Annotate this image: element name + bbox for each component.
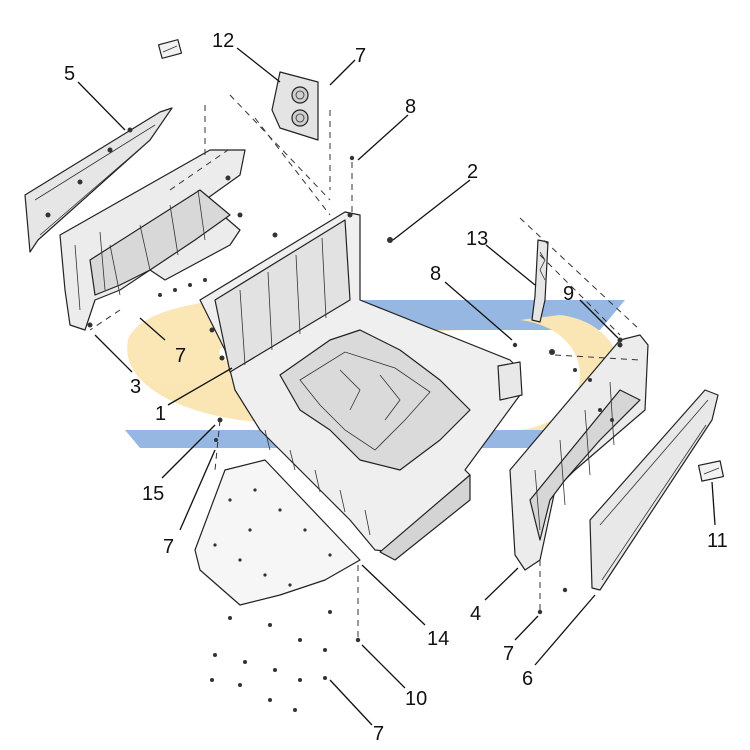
callout-7a: 7 (355, 45, 366, 67)
leader-1 (167, 367, 233, 406)
callout-7d: 7 (503, 643, 514, 665)
leader-2 (392, 179, 471, 241)
part-6-right-side-panel (589, 389, 719, 591)
callout-9: 9 (563, 283, 574, 305)
leader-11 (485, 244, 536, 286)
callout-7e: 7 (373, 723, 384, 745)
label-decal-small-top (157, 39, 183, 59)
callout-8b: 8 (430, 263, 441, 285)
part-3-left-frame (59, 149, 246, 331)
callout-7b: 7 (175, 345, 186, 367)
leader-lines (77, 47, 716, 726)
callout-13: 10 (405, 688, 427, 710)
leader-7e (329, 679, 373, 726)
leader-15 (711, 481, 716, 526)
leader-7a (329, 59, 356, 86)
leader-10 (236, 47, 281, 83)
callout-12: 14 (427, 628, 449, 650)
callout-labels: 5 12 7 8 2 13 8 9 7 3 1 15 7 11 4 14 7 6… (64, 30, 728, 745)
callout-8a: 8 (405, 96, 416, 118)
leader-12 (361, 564, 426, 626)
leader-5 (77, 81, 126, 131)
callout-4: 4 (470, 603, 481, 625)
callout-2: 2 (467, 161, 478, 183)
leader-13 (361, 644, 406, 689)
leader-4 (484, 567, 519, 601)
part-4-right-frame (509, 334, 649, 571)
callout-5: 5 (64, 63, 75, 85)
leader-7c (179, 449, 216, 531)
leader-6 (534, 594, 596, 666)
floor-plate-holes (213, 488, 332, 587)
callout-3: 3 (130, 376, 141, 398)
callout-11: 13 (466, 228, 488, 250)
part-10-switch-housing (271, 71, 319, 141)
callout-10: 12 (212, 30, 234, 52)
leader-7d (514, 615, 539, 641)
callout-6: 6 (522, 668, 533, 690)
leader-9 (579, 299, 619, 339)
part-11-bracket (531, 239, 549, 323)
leader-3 (94, 334, 133, 373)
callout-1: 1 (155, 403, 166, 425)
assembly-dash-lines (89, 94, 641, 640)
label-decal-part-15 (697, 460, 725, 482)
loose-hardware (158, 155, 623, 712)
callout-14: 15 (142, 483, 164, 505)
part-1-main-tub (199, 211, 523, 561)
part-5-left-side-panel (24, 107, 173, 253)
leader-8a (357, 114, 409, 161)
leader-8b (444, 281, 513, 341)
callout-15: 11 (707, 530, 728, 552)
leader-7b (139, 317, 166, 341)
leader-14 (161, 424, 216, 479)
callout-7c: 7 (163, 536, 174, 558)
part-12-floor-plate (194, 459, 361, 606)
